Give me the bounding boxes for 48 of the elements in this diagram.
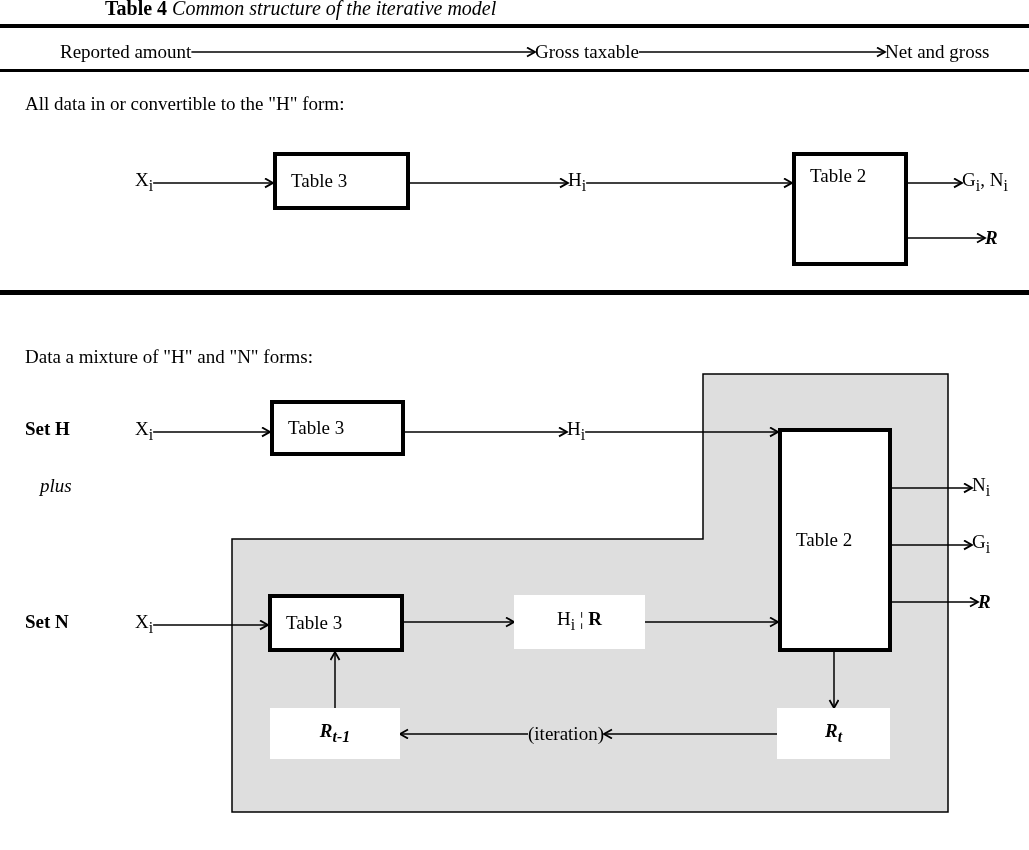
arrow (584, 426, 779, 438)
variable-label: N$_{i}$ (972, 473, 991, 503)
variable-label: R (978, 590, 991, 614)
table-title: Table 4 Common structure of the iterative model (105, 0, 497, 20)
arrow (329, 651, 341, 709)
row-label: Set N (25, 610, 69, 634)
value-box: R$_{t-1}$ (270, 708, 400, 759)
value-box: R$_{t}$ (777, 708, 890, 759)
process-box: Table 3 (270, 400, 405, 456)
arrow (190, 46, 536, 58)
arrow (404, 426, 568, 438)
row-label: Set H (25, 417, 70, 441)
column-heading: Net and gross (885, 40, 990, 64)
variable-label: H$_{i}$ (567, 417, 586, 447)
column-heading: Gross taxable (535, 40, 639, 64)
variable-label: X$_{i}$ (135, 417, 154, 447)
variable-label: G$_{i}$ (972, 530, 991, 560)
row-label: plus (40, 474, 72, 498)
arrow (409, 177, 569, 189)
arrow (585, 177, 793, 189)
column-heading: Reported amount (60, 40, 192, 64)
value-box: H$_{i}$ ¦ R (514, 595, 645, 649)
variable-label: X$_{i}$ (135, 610, 154, 640)
arrow (603, 728, 778, 740)
variable-label: X$_{i}$ (135, 168, 154, 198)
arrow (152, 619, 269, 631)
process-box: Table 2 (792, 152, 908, 266)
section-heading: Data a mixture of "H" and "N" forms: (25, 345, 313, 369)
arrow (152, 177, 274, 189)
variable-label: R (985, 226, 998, 250)
arrow (907, 177, 963, 189)
arrow (644, 616, 779, 628)
arrow (638, 46, 886, 58)
arrow (891, 596, 979, 608)
arrow (828, 651, 840, 709)
arrow (403, 616, 515, 628)
arrow (907, 232, 986, 244)
arrow (891, 482, 973, 494)
arrow (399, 728, 529, 740)
process-box: Table 2 (778, 428, 892, 652)
variable-label: G$_{i}$, N$_{i}$ (962, 168, 1008, 198)
section-heading: All data in or convertible to the "H" form: (25, 92, 345, 116)
arrow (891, 539, 973, 551)
arrow (152, 426, 271, 438)
variable-label: H$_{i}$ (568, 168, 587, 198)
process-box: Table 3 (273, 152, 410, 210)
process-box: Table 3 (268, 594, 404, 652)
step-label: (iteration) (528, 722, 604, 746)
